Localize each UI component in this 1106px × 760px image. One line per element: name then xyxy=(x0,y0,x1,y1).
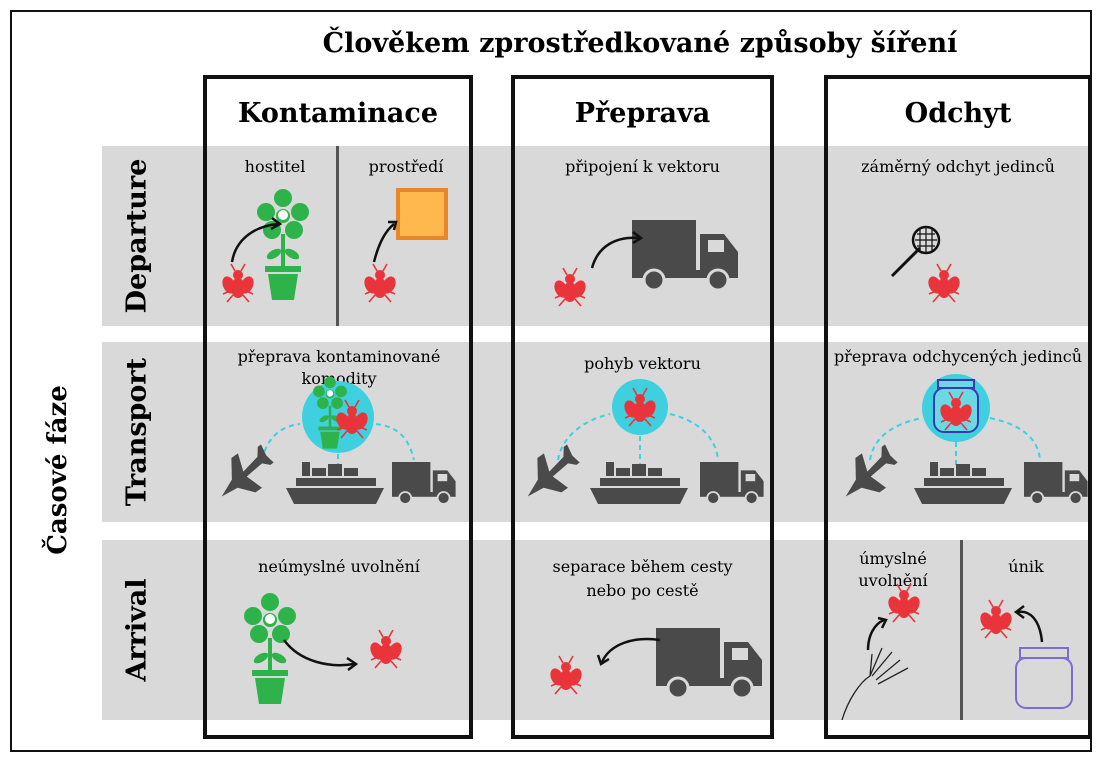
label-escape: únik xyxy=(1008,557,1044,576)
label-capture: záměrný odchyt jedinců xyxy=(861,157,1055,176)
label-commodity-2: komodity xyxy=(301,369,377,388)
label-attach: připojení k vektoru xyxy=(565,157,720,176)
label-captured: přeprava odchycených jedinců xyxy=(833,347,1083,366)
column-box-odchyt xyxy=(824,75,1092,739)
divider-host-environment xyxy=(336,146,339,326)
label-host: hostitel xyxy=(244,157,306,176)
column-box-kontaminace xyxy=(203,75,473,739)
column-header-odchyt: Odchyt xyxy=(904,98,1012,129)
box-icon xyxy=(396,188,448,240)
figure-title: Člověkem zprostředkované způsoby šíření xyxy=(322,28,958,59)
label-intentional-1: úmyslné xyxy=(859,549,927,568)
label-separation-1: separace během cesty xyxy=(552,557,733,576)
label-release: neúmyslné uvolnění xyxy=(258,557,420,576)
label-vector: pohyb vektoru xyxy=(584,354,701,373)
column-header-preprava: Přeprava xyxy=(574,98,711,129)
label-commodity-1: přeprava kontaminované xyxy=(237,347,441,366)
column-box-preprava xyxy=(511,75,774,739)
column-header-kontaminace: Kontaminace xyxy=(237,98,439,129)
label-environment: prostředí xyxy=(368,157,444,176)
divider-release-escape xyxy=(960,540,963,720)
label-separation-2: nebo po cestě xyxy=(586,581,699,600)
